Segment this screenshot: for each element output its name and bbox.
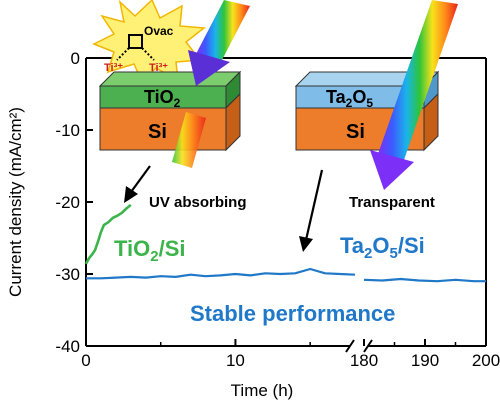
pointer-arrows [124,165,324,252]
label-ta2o5-si: Ta2O5/Si [340,233,425,262]
oxygen-vacancy-box [128,34,143,49]
si-layer-left-side [225,92,241,152]
vacancy-bond-right [141,47,155,61]
light-arrow-left [172,0,250,168]
x-ticks: 0 10 180 190 200 [81,339,500,370]
y-tick-label: -30 [55,265,80,284]
label-transparent: Transparent [349,194,435,211]
x-tick-label: 10 [226,351,245,370]
schematic-tio2-si: TiO2 Si Ovac Ti³⁺ Ti³⁺ [92,0,242,152]
ovac-label: Ovac [144,24,174,38]
light-arrow-right [370,0,458,190]
x-axis-label: Time (h) [231,381,294,400]
ti3-right-label: Ti³⁺ [149,62,168,74]
y-tick-label: -40 [55,337,80,356]
y-tick-label: 0 [71,49,80,68]
y-tick-label: -10 [55,121,80,140]
x-tick-label: 0 [81,351,90,370]
tio2-layer-top [98,71,242,87]
tio2-layer-label: TiO2 [144,87,181,110]
series-line-tio2-si-seg1 [84,203,132,265]
y-axis-label: Current density (mA/cm²) [6,107,25,297]
series-line-ta2o5-si-seg2 [363,277,486,283]
label-stable-performance: Stable performance [190,301,395,326]
x-tick-label: 190 [411,351,439,370]
si-layer-left [99,107,227,151]
series-line-ta2o5-si-seg1 [86,267,356,280]
label-uv-absorbing: UV absorbing [149,194,247,211]
x-tick-label: 180 [350,351,378,370]
label-tio2-si: TiO2/Si [114,236,186,265]
si-layer-left-label: Si [148,121,167,143]
y-ticks: 0 -10 -20 -30 -40 [55,49,93,356]
vacancy-bond-left [116,47,130,61]
si-layer-right-side [423,92,439,152]
x-tick-label: 200 [472,351,500,370]
y-tick-label: -20 [55,193,80,212]
axis-break [345,339,373,353]
ta2o5-layer-label: Ta2O5 [326,87,373,110]
series-layer [84,203,486,283]
si-layer-right-label: Si [346,121,365,143]
ti3-left-label: Ti³⁺ [104,62,123,74]
